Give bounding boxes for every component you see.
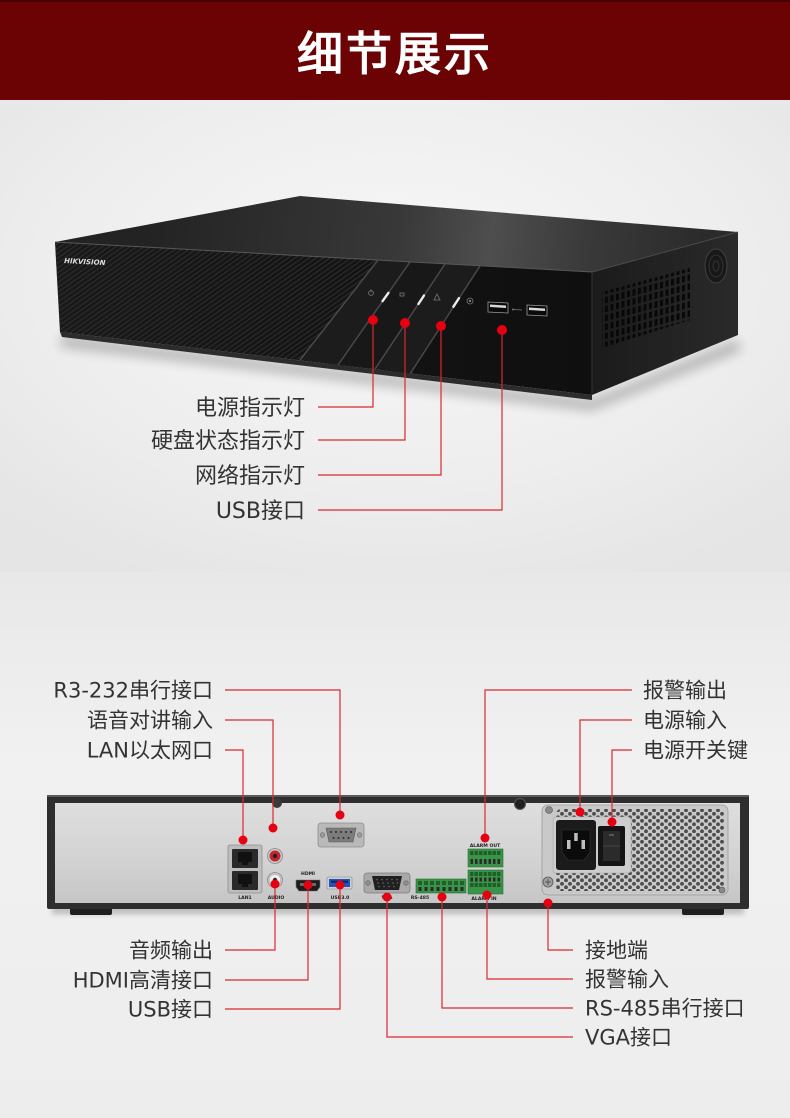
callout-label: 报警输入 xyxy=(585,968,669,992)
indicator-band-2 xyxy=(338,262,445,369)
front-usb-port-1 xyxy=(487,301,509,314)
callout-power-indicator: 电源指示灯 xyxy=(195,315,378,421)
callout-label: 接地端 xyxy=(585,939,648,963)
front-slot-line xyxy=(337,261,411,366)
brand-logo: HIKVISION xyxy=(64,257,106,267)
callout-label: RS-485串行接口 xyxy=(585,997,745,1021)
callout-label: USB接口 xyxy=(128,998,213,1022)
front-slot-line xyxy=(299,259,379,361)
callout-ground: 接地端 xyxy=(543,898,648,963)
front-usb-port-2 xyxy=(526,304,548,317)
callout-rs232: R3-232串行接口 xyxy=(53,679,345,820)
hdmi-logo: HDMI xyxy=(301,871,315,877)
device-top-face xyxy=(55,196,738,272)
rs232-port xyxy=(317,822,365,848)
ground-screw-icon xyxy=(542,876,554,888)
callout-alarm-input: 报警输入 xyxy=(482,890,669,992)
lan-port xyxy=(227,844,263,894)
callout-vga: VGA接口 xyxy=(382,892,672,1050)
alarm-out-terminal xyxy=(467,848,504,868)
usb-icon xyxy=(512,308,523,311)
audio-port-label: AUDIO xyxy=(268,895,285,901)
callout-rs485: RS-485串行接口 xyxy=(437,892,745,1021)
front-slot-line xyxy=(409,265,481,375)
screw-icon xyxy=(545,806,553,814)
right-top-edge xyxy=(591,231,739,273)
callout-voice-intercom-input: 语音对讲输入 xyxy=(87,709,278,833)
callout-label: USB接口 xyxy=(216,499,305,524)
callout-label: 电源指示灯 xyxy=(195,396,305,421)
side-vent-grille xyxy=(602,268,690,348)
callout-front-usb: USB接口 xyxy=(216,325,507,524)
alarm-out-label: ALARM OUT xyxy=(470,843,501,849)
callout-lan: LAN以太网口 xyxy=(87,739,248,845)
audio-input-port xyxy=(267,848,283,864)
hdd-icon xyxy=(399,292,405,297)
power-switch xyxy=(598,826,625,866)
fan-grille-icon xyxy=(704,248,728,284)
callout-label: 语音对讲输入 xyxy=(87,709,213,733)
callout-label: VGA接口 xyxy=(585,1026,672,1050)
callout-hdd-indicator: 硬盘状态指示灯 xyxy=(151,318,410,454)
callout-hdmi: HDMI高清接口 xyxy=(73,880,313,993)
front-panel-stripes xyxy=(55,242,378,360)
page-header: 细节展示 xyxy=(0,0,790,100)
callout-alarm-output: 报警输出 xyxy=(480,679,727,843)
rear-top-highlight xyxy=(47,795,749,797)
front-bottom-chamfer xyxy=(60,332,592,400)
front-slot-line xyxy=(374,263,446,370)
callout-label: 报警输出 xyxy=(643,679,727,703)
front-top-edge xyxy=(54,241,593,273)
callout-rear-usb: USB接口 xyxy=(128,880,345,1022)
alarm-in-label: ALARM IN xyxy=(471,896,496,902)
rear-view-device: LAN1 AUDIO HDMI USB3.0 xyxy=(47,795,749,915)
rs485-port-label: RS-485 xyxy=(411,895,429,901)
rear-shadow xyxy=(52,906,744,914)
callout-label: HDMI高清接口 xyxy=(73,969,213,993)
callout-label: LAN以太网口 xyxy=(87,739,213,763)
callout-label: 音频输出 xyxy=(129,939,213,963)
alarm-in-terminal xyxy=(467,869,504,895)
callout-label: 电源输入 xyxy=(643,709,727,733)
hdd-indicator-led xyxy=(417,294,426,306)
page-title: 细节展示 xyxy=(297,27,493,81)
front-view-device: HIKVISION xyxy=(54,196,740,410)
lan-port-label: LAN1 xyxy=(238,895,252,901)
network-indicator-led xyxy=(452,296,461,308)
power-icon xyxy=(368,289,374,296)
callout-label: R3-232串行接口 xyxy=(53,679,213,703)
callout-label: 网络指示灯 xyxy=(195,464,305,489)
top-screw-icon xyxy=(514,798,526,810)
rs485-terminal xyxy=(415,878,467,894)
power-indicator-led xyxy=(381,291,390,303)
callout-label: 电源开关键 xyxy=(643,739,748,763)
top-notch xyxy=(272,798,282,808)
callout-network-indicator: 网络指示灯 xyxy=(195,321,446,489)
callout-label: 硬盘状态指示灯 xyxy=(151,429,305,454)
screw-icon xyxy=(718,886,726,894)
power-inlet xyxy=(556,820,596,870)
callout-power-switch: 电源开关键 xyxy=(607,739,748,827)
callout-audio-output: 音频输出 xyxy=(129,879,280,963)
indicator-band-1 xyxy=(300,260,410,365)
network-icon xyxy=(433,293,441,301)
callout-power-input: 电源输入 xyxy=(575,709,727,817)
indicator-band-3 xyxy=(375,264,480,374)
vga-port xyxy=(363,872,411,894)
record-icon xyxy=(466,297,474,305)
